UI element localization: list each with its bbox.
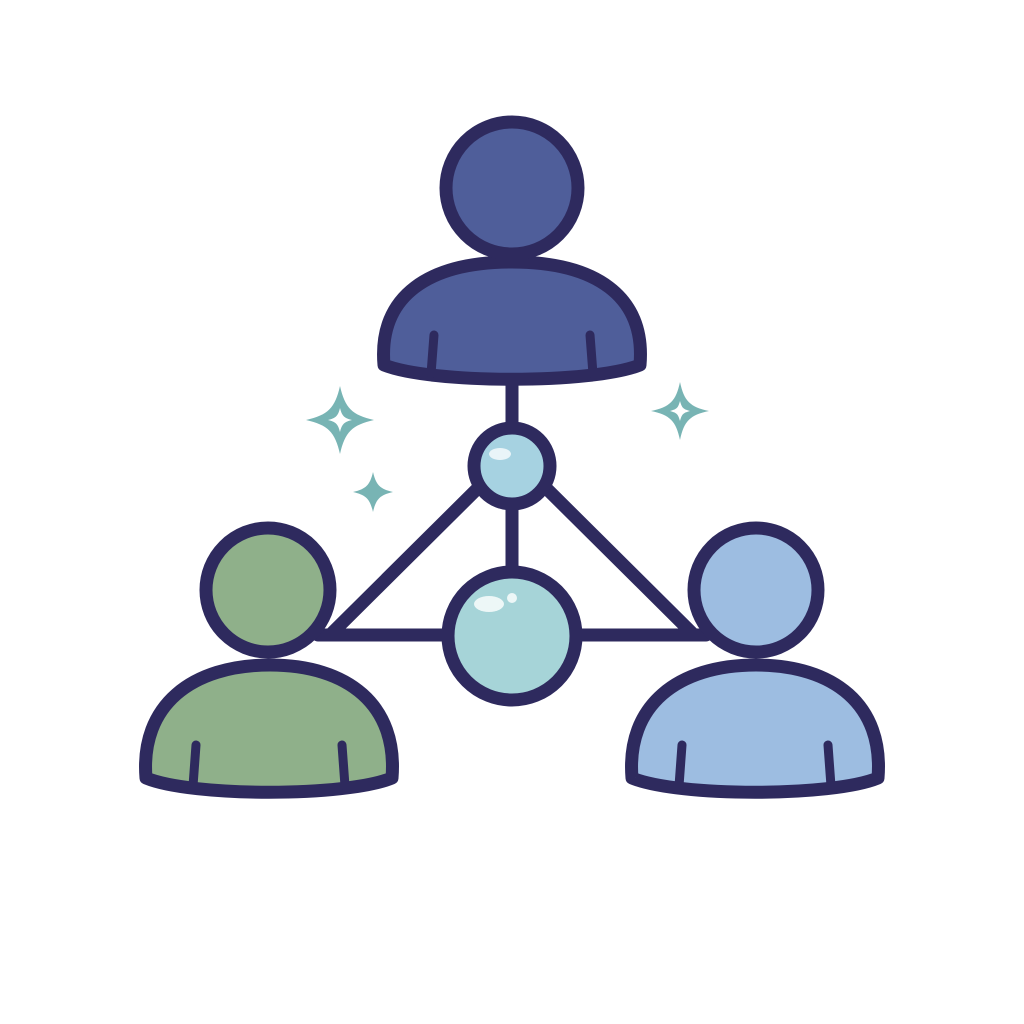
node-center-highlight — [474, 596, 504, 612]
user-arm-line-right-l — [337, 740, 350, 791]
connector-left-diagonal — [323, 481, 485, 642]
connector-right-diagonal — [539, 481, 701, 642]
sparkle-icon — [353, 472, 393, 512]
node-top-highlight — [489, 448, 511, 460]
user-arm-line-left — [426, 330, 439, 379]
node-center — [441, 565, 583, 707]
sparkle-right — [651, 382, 709, 440]
sparkle-small-left — [353, 472, 393, 512]
sparkle-inner — [670, 401, 690, 421]
node-center-highlight-dot — [507, 593, 517, 603]
user-head-top — [439, 115, 585, 261]
sparkle-large-left — [306, 386, 374, 454]
user-body-top — [377, 255, 647, 386]
person-top — [377, 115, 647, 386]
network-connectors — [311, 373, 713, 642]
user-arm-line-right — [585, 330, 598, 379]
user-arm-line-left-l — [188, 740, 201, 791]
user-body-left — [139, 658, 399, 799]
sparkle-inner — [328, 408, 352, 432]
user-body-right — [625, 658, 885, 799]
user-arm-line-right-r — [823, 740, 836, 791]
user-head-left — [199, 521, 337, 659]
circle-node-icon — [467, 421, 557, 511]
node-top — [467, 421, 557, 511]
person-left — [139, 521, 399, 799]
user-head-right — [687, 521, 825, 659]
circle-node-icon — [441, 565, 583, 707]
person-right — [625, 521, 885, 799]
user-arm-line-left-r — [674, 740, 687, 791]
